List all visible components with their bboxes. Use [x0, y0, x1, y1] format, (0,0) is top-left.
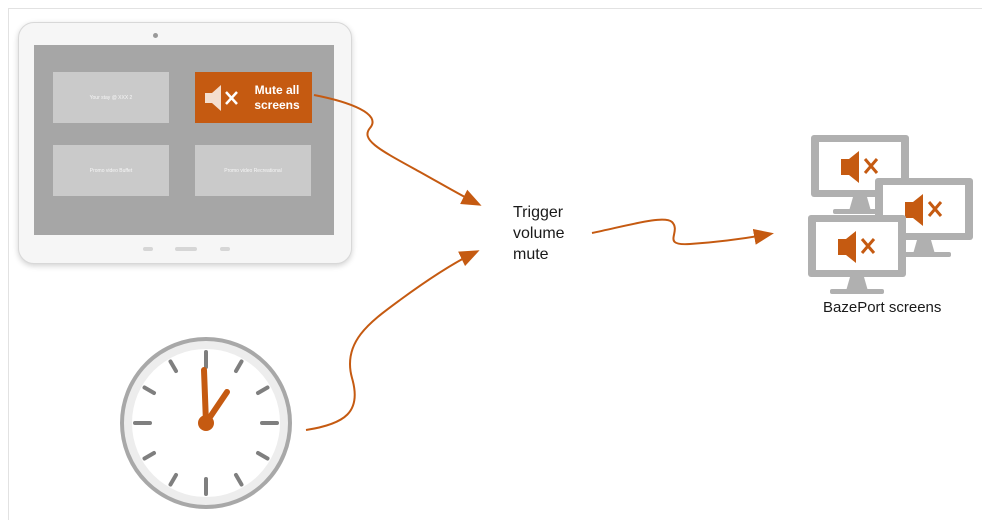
arrow-trigger-to-screens — [591, 218, 774, 246]
bazeport-screens-label: BazePort screens — [823, 299, 942, 316]
clock-icon — [120, 337, 292, 509]
arrow-clock-to-trigger — [305, 250, 480, 431]
tablet-screen: Your stay @ XXX 2 Mute all screens Promo… — [34, 45, 334, 235]
tile-label: Promo video Recreational — [224, 167, 282, 174]
tablet-back-button — [143, 247, 153, 251]
tablet-home-button — [175, 247, 197, 251]
tile-your-stay[interactable]: Your stay @ XXX 2 — [53, 72, 169, 123]
tablet-camera — [153, 33, 158, 38]
mute-all-screens-label: Mute all screens — [254, 82, 300, 112]
arrow-tablet-to-trigger — [313, 94, 482, 206]
tablet-recent-button — [220, 247, 230, 251]
speaker-muted-icon — [205, 84, 238, 111]
tablet-device: Your stay @ XXX 2 Mute all screens Promo… — [18, 22, 352, 264]
tile-promo-buffet[interactable]: Promo video Buffet — [53, 145, 169, 196]
tile-promo-recreational[interactable]: Promo video Recreational — [195, 145, 311, 196]
trigger-volume-mute-label: Trigger volume mute — [513, 204, 565, 263]
tile-label: Your stay @ XXX 2 — [89, 94, 133, 101]
mute-all-screens-button[interactable]: Mute all screens — [195, 72, 312, 123]
monitor-muted-icon — [806, 213, 908, 296]
tile-label: Promo video Buffet — [89, 167, 133, 174]
